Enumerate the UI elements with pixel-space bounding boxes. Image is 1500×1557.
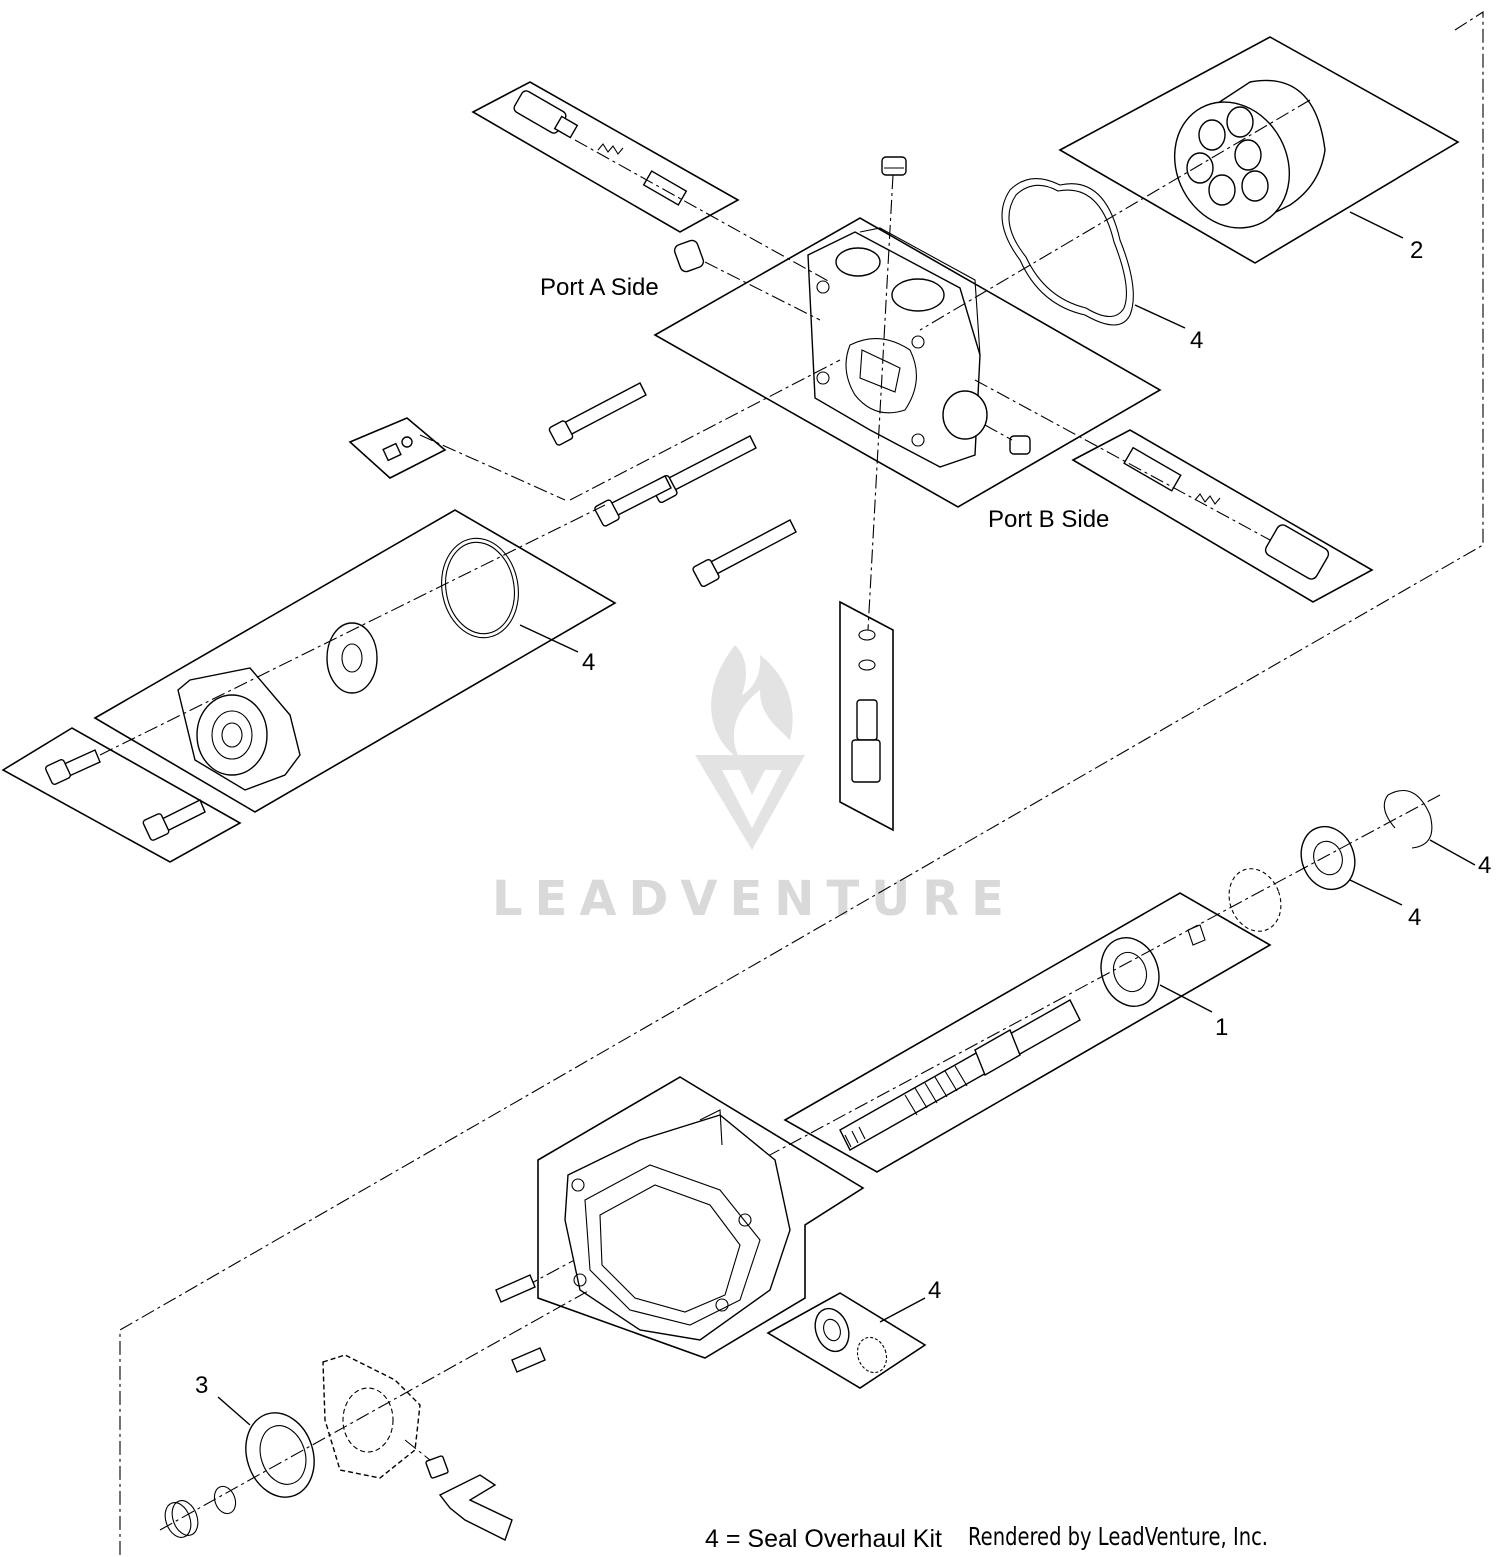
center-section-bolt-4 [692, 519, 797, 588]
check-valve-panel [348, 417, 447, 479]
callout-4c-leader [1349, 879, 1403, 906]
port-a-plug [673, 239, 821, 321]
control-arm [438, 1474, 513, 1541]
port-b-plug [984, 424, 1031, 455]
shaft-seal [1300, 825, 1356, 891]
center-section-o-ring [1001, 178, 1134, 326]
charge-pump-gerotor [326, 622, 378, 694]
callout-4b: 4 [582, 649, 595, 676]
upper-axis-main [919, 99, 1311, 331]
charge-pump-o-ring [441, 537, 519, 639]
callout-1: 1 [1215, 1014, 1228, 1041]
lower-seal-panel [766, 1292, 927, 1389]
input-shaft-panel [783, 892, 1272, 1173]
legend-seal-overhaul-kit: 4 = Seal Overhaul Kit [705, 1525, 942, 1553]
callout-1-leader [1159, 984, 1213, 1013]
callout-4a-leader [1134, 304, 1186, 329]
control-arm-nut [425, 1455, 449, 1479]
dowel-pin-1 [495, 1274, 536, 1303]
trunnion-snap-ring [164, 1500, 199, 1538]
port-a-relief-valve-panel [471, 81, 740, 233]
callout-4d-leader [1429, 839, 1476, 866]
watermark-text: LEADVENTURE [492, 871, 1016, 927]
lower-seal [814, 1307, 888, 1374]
callout-4e: 4 [928, 1277, 941, 1304]
port-a-relief-valve [513, 90, 688, 206]
shaft-key [1187, 924, 1206, 946]
port-b-side-label: Port B Side [988, 506, 1109, 533]
charge-pump-bolt-panel [1, 727, 242, 863]
center-section-bolt-2 [650, 435, 757, 504]
control-arm-axis [404, 1439, 431, 1461]
input-shaft [839, 999, 1081, 1151]
check-valve-ball [382, 436, 413, 462]
cylinder-block-panel [1058, 36, 1460, 264]
callout-2-leader [1349, 211, 1404, 239]
watermark: LEADVENTURE [492, 645, 1016, 927]
callout-4b-leader [519, 624, 579, 653]
charge-pump-cover [177, 667, 301, 791]
thrust-washer [1228, 868, 1282, 932]
center-section-panel [653, 217, 1162, 508]
upper-axis-vertical [867, 174, 894, 631]
cylinder-block [1173, 79, 1326, 229]
upper-axis-left [569, 359, 841, 501]
shaft-bearing [1100, 937, 1160, 1007]
leadventure-flame-logo [695, 645, 805, 850]
center-section-block [807, 227, 988, 468]
charge-pump-bolt-2 [142, 799, 206, 841]
relief-valve-axis-a [574, 139, 831, 283]
lower-axis-trunnion [159, 1289, 591, 1531]
callout-4e-leader [879, 1297, 926, 1323]
top-plug [881, 156, 907, 176]
port-a-side-label: Port A Side [540, 274, 659, 301]
rendered-by-credit: Rendered by LeadVenture, Inc. [968, 1522, 1268, 1551]
control-shaft [851, 629, 881, 783]
charge-pump-axis [99, 504, 606, 756]
callout-4c: 4 [1408, 904, 1421, 931]
housing-panel [537, 1076, 865, 1359]
check-valve-axis [419, 434, 566, 501]
trunnion-seal [245, 1412, 315, 1498]
pump-housing [564, 1109, 791, 1341]
control-shaft-panel [839, 600, 894, 832]
dowel-pin-2 [511, 1347, 546, 1373]
callout-3-leader [217, 1396, 251, 1426]
lower-axis-main [499, 794, 1441, 1301]
trunnion-washer [213, 1485, 237, 1515]
port-b-relief-valve [1123, 446, 1330, 580]
retaining-ring [1383, 790, 1433, 849]
relief-valve-axis-b [974, 379, 1271, 541]
callout-2: 2 [1410, 237, 1423, 264]
callout-3: 3 [195, 1372, 208, 1399]
charge-pump-panel [93, 509, 617, 813]
charge-pump-bolt-1 [44, 749, 101, 786]
center-section-o-ring-inner [1008, 184, 1127, 318]
assembly-outline [119, 10, 1484, 1555]
center-section-bolt-1 [548, 382, 647, 446]
port-b-relief-valve-panel [1071, 429, 1374, 603]
end-cap [322, 1354, 421, 1479]
callout-4a: 4 [1190, 327, 1203, 354]
callout-4d: 4 [1478, 852, 1491, 879]
